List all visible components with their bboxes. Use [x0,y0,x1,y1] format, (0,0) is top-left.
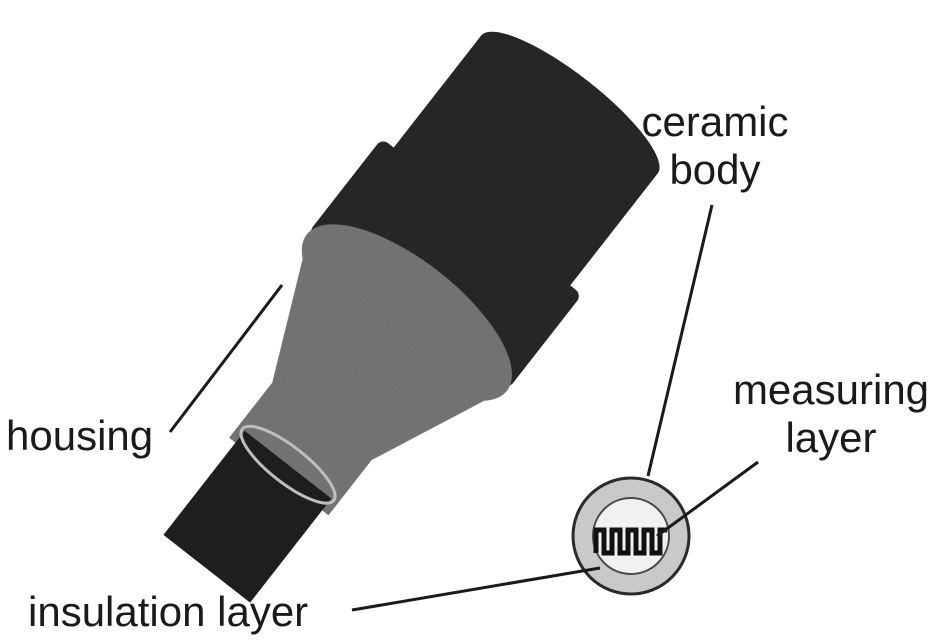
insulation-layer-label: insulation layer [28,588,308,636]
ceramic-body-label: ceramic body [640,98,790,194]
sensor-end-face [573,478,689,594]
housing-label: housing [6,412,153,460]
measuring-layer-label-line-2: layer [726,414,934,462]
ceramic-body-leader [648,205,712,476]
insulation-layer-label-line-1: insulation layer [28,588,308,636]
housing-label-line-1: housing [6,412,153,460]
measuring-layer-label-line-1: measuring [726,366,934,414]
ceramic-body-label-line-2: body [640,146,790,194]
ceramic-body-label-line-1: ceramic [640,98,790,146]
measuring-layer-label: measuring layer [726,366,934,462]
insulation-layer-leader [352,568,600,610]
